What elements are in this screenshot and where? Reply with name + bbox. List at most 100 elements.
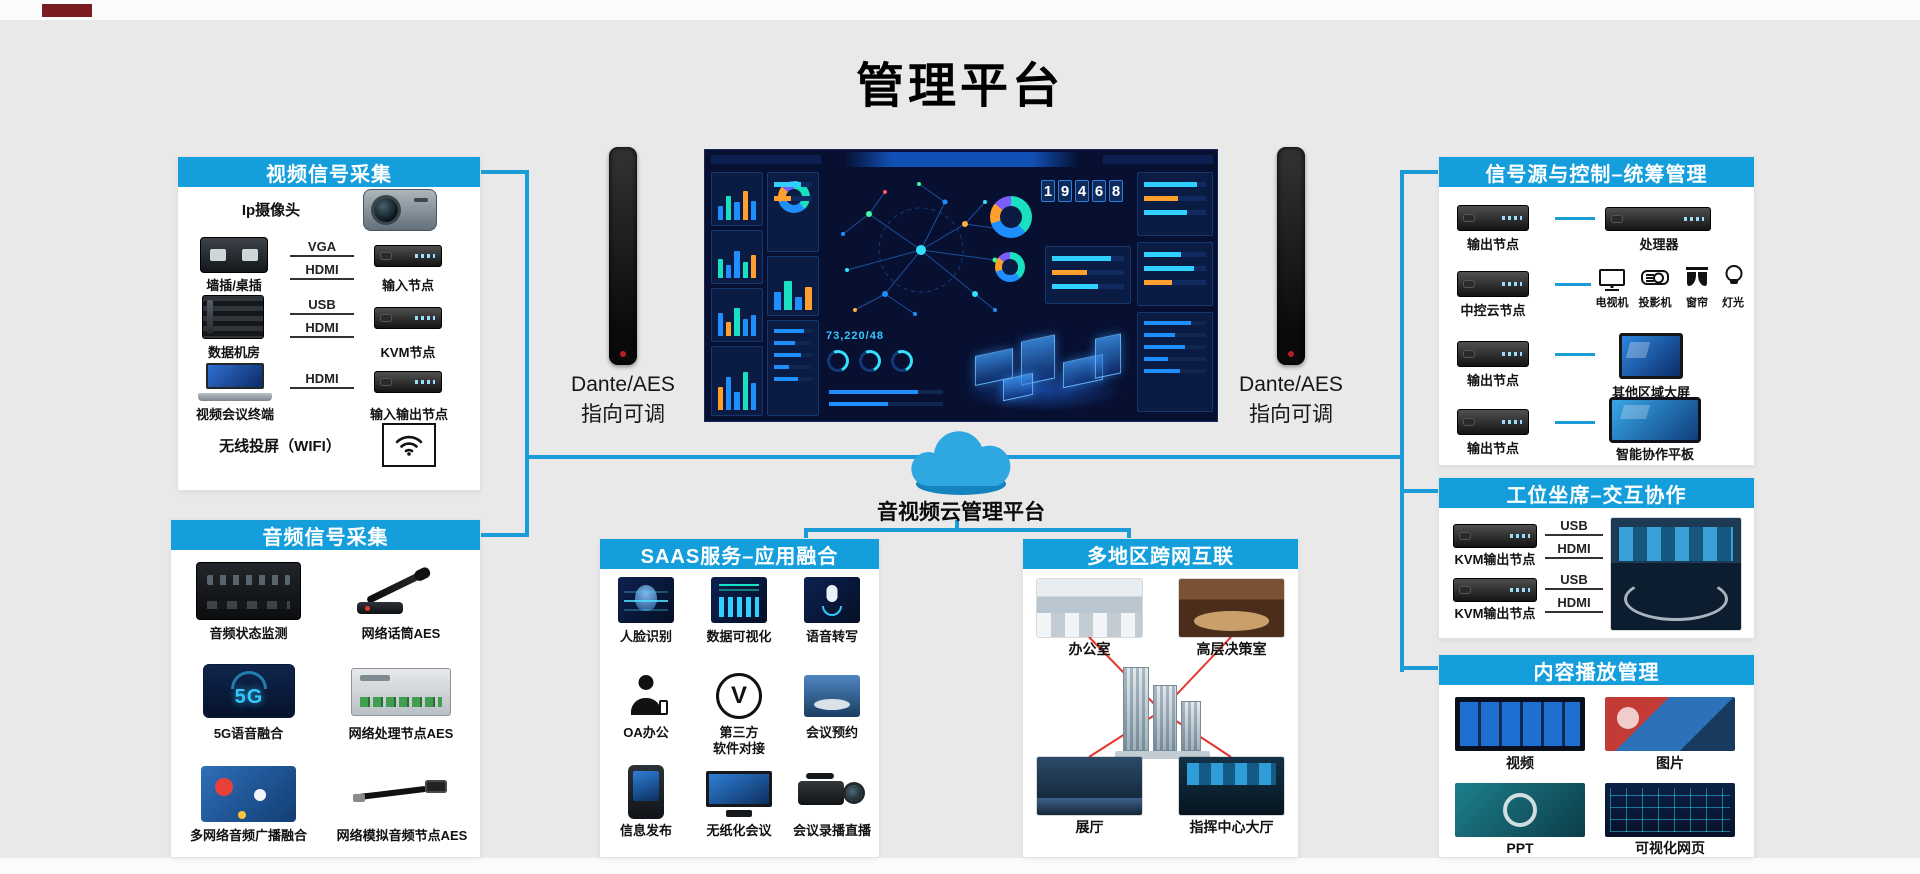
- connector-video-stub: [480, 170, 527, 174]
- region-item-label: 展厅: [1075, 819, 1104, 835]
- kvm-output-node-label: KVM输出节点: [1454, 606, 1536, 621]
- projector-label: 投影机: [1638, 297, 1672, 309]
- vga-hdmi-links: VGA HDMI: [290, 239, 354, 285]
- bottom-strip: [0, 858, 1920, 874]
- ip-camera-label: Ip摄像头: [241, 202, 301, 219]
- signal-row-link: [1555, 217, 1595, 220]
- output-node-device: [1457, 409, 1529, 435]
- output-node-label: 输出节点: [1466, 373, 1519, 388]
- dashboard-mini-chart: [711, 346, 763, 416]
- region-panel-title: 多地区跨网互联: [1023, 539, 1298, 569]
- signal-control-panel: 信号源与控制–统筹管理 输出节点 处理器 中控云节点 电视机 投影机 窗帘 灯光…: [1439, 157, 1754, 465]
- workstation-panel-title: 工位坐席–交互协作: [1439, 478, 1754, 508]
- input-node-label: 输入节点: [381, 278, 434, 293]
- tv-icon: [1599, 269, 1625, 286]
- speaker-label-line2: 指向可调: [1249, 403, 1333, 426]
- dashboard-mini-list: [767, 320, 819, 416]
- connector-saas-stub: [804, 528, 808, 541]
- kvm-output-node-device: [1453, 524, 1537, 548]
- dashboard-gauge: [823, 346, 853, 376]
- speaker-column-right: [1277, 147, 1305, 365]
- io-node-label: 输入输出节点: [369, 407, 448, 422]
- dashboard-bottom-rows: [823, 382, 949, 406]
- dashboard-mini-donut: [767, 172, 819, 252]
- signal-row-link: [1555, 283, 1591, 286]
- content-item-label: PPT: [1506, 840, 1534, 856]
- kvm-output-node-label: KVM输出节点: [1454, 552, 1536, 567]
- usb-link-label: USB: [1545, 518, 1603, 536]
- curtain-label: 窗帘: [1686, 297, 1708, 309]
- hdmi-link-label: HDMI: [290, 262, 354, 280]
- video-capture-panel-title: 视频信号采集: [178, 157, 480, 187]
- dashboard-iso-city: [955, 318, 1131, 418]
- output-node-device: [1457, 341, 1529, 367]
- picture-wall-image: [1605, 697, 1735, 751]
- saas-item-label: 第三方 软件对接: [712, 725, 765, 756]
- smart-board-image: [1609, 397, 1701, 443]
- control-room-photo: [1611, 518, 1741, 630]
- top-strip: [0, 0, 1920, 20]
- audio-capture-panel: 音频信号采集 音频状态监测 网络话筒AES 5G 5G语音融合 网络处理节点AE…: [171, 520, 480, 857]
- audio-monitor-label: 音频状态监测: [209, 626, 288, 641]
- meeting-room-icon: [804, 675, 860, 717]
- output-node-label: 输出节点: [1466, 441, 1519, 456]
- output-node-device: [1457, 205, 1529, 231]
- saas-item-label: 人脸识别: [619, 629, 672, 644]
- boardroom-photo: [1179, 579, 1284, 637]
- hdmi-link-label: HDMI: [290, 371, 354, 389]
- audio-capture-panel-title: 音频信号采集: [171, 520, 480, 550]
- saas-item-label: OA办公: [623, 725, 669, 740]
- dashboard-mini-chart: [711, 172, 763, 226]
- dashboard-list-panel: [1137, 312, 1213, 412]
- processor-label: 处理器: [1639, 237, 1679, 252]
- dashboard-donut-chart: [990, 196, 1032, 238]
- usb-link-label: USB: [1545, 572, 1603, 590]
- projector-icon: [1641, 270, 1669, 285]
- page-title: 管理平台: [855, 60, 1064, 113]
- bus-line-left: [525, 170, 529, 537]
- usb-hdmi-links: USB HDMI: [1545, 572, 1603, 618]
- network-mic-label: 网络话筒AES: [361, 626, 441, 641]
- face-recognition-icon: [618, 577, 674, 623]
- wall-plate-label: 墙插/桌插: [206, 278, 262, 293]
- broadcast-fusion-image: [201, 766, 296, 822]
- wifi-box: [382, 423, 436, 467]
- usb-hdmi-links: USB HDMI: [1545, 518, 1603, 564]
- connector-audio-stub: [480, 533, 527, 537]
- speaker-label-line1: Dante/AES: [1239, 373, 1343, 396]
- speaker-label-left: Dante/AES 指向可调: [528, 370, 718, 430]
- audio-processor-image: [351, 668, 451, 716]
- cloud-icon: [911, 431, 1011, 495]
- ip-camera-image: [363, 189, 437, 231]
- saas-item-label: 无纸化会议: [706, 823, 772, 838]
- audio-cable-image: [353, 770, 449, 816]
- voice-transcription-icon: [804, 577, 860, 623]
- content-item-label: 可视化网页: [1635, 840, 1705, 856]
- workstation-panel: 工位坐席–交互协作 KVM输出节点 USB HDMI KVM输出节点 USB H…: [1439, 478, 1754, 638]
- light-icon: [1725, 265, 1743, 285]
- dashboard-gauge: [855, 346, 885, 376]
- info-kiosk-icon: [628, 765, 664, 819]
- speaker-label-right: Dante/AES 指向可调: [1196, 370, 1386, 430]
- signal-control-panel-title: 信号源与控制–统筹管理: [1439, 157, 1754, 187]
- video-conference-terminal-image: [198, 363, 272, 403]
- region-item-label: 高层决策室: [1196, 641, 1267, 657]
- hdmi-link: HDMI: [290, 371, 354, 394]
- exhibit-hall-photo: [1037, 757, 1142, 815]
- command-center-photo: [1179, 757, 1284, 815]
- saas-item-label: 会议预约: [805, 725, 858, 740]
- central-control-node-label: 中控云节点: [1460, 303, 1526, 318]
- video-capture-panel: 视频信号采集 Ip摄像头 墙插/桌插 VGA HDMI 输入节点 数据机房 US…: [178, 157, 480, 490]
- building-image: [1115, 663, 1210, 759]
- dashboard-network-graph: [841, 182, 1003, 316]
- kvm-output-node-device: [1453, 578, 1537, 602]
- oa-office-icon: [622, 673, 670, 719]
- region-panel: 多地区跨网互联 办公室 高层决策室 展厅 指挥中心大厅: [1023, 539, 1298, 857]
- saas-panel-title: SAAS服务–应用融合: [600, 539, 879, 569]
- 5g-voice-label: 5G语音融合: [213, 726, 284, 741]
- kvm-node-label: KVM节点: [380, 345, 436, 360]
- connector-region-stub: [1127, 528, 1131, 541]
- dashboard-mini-chart: [711, 288, 763, 342]
- dashboard-stat-value: 73,220/48: [826, 330, 884, 342]
